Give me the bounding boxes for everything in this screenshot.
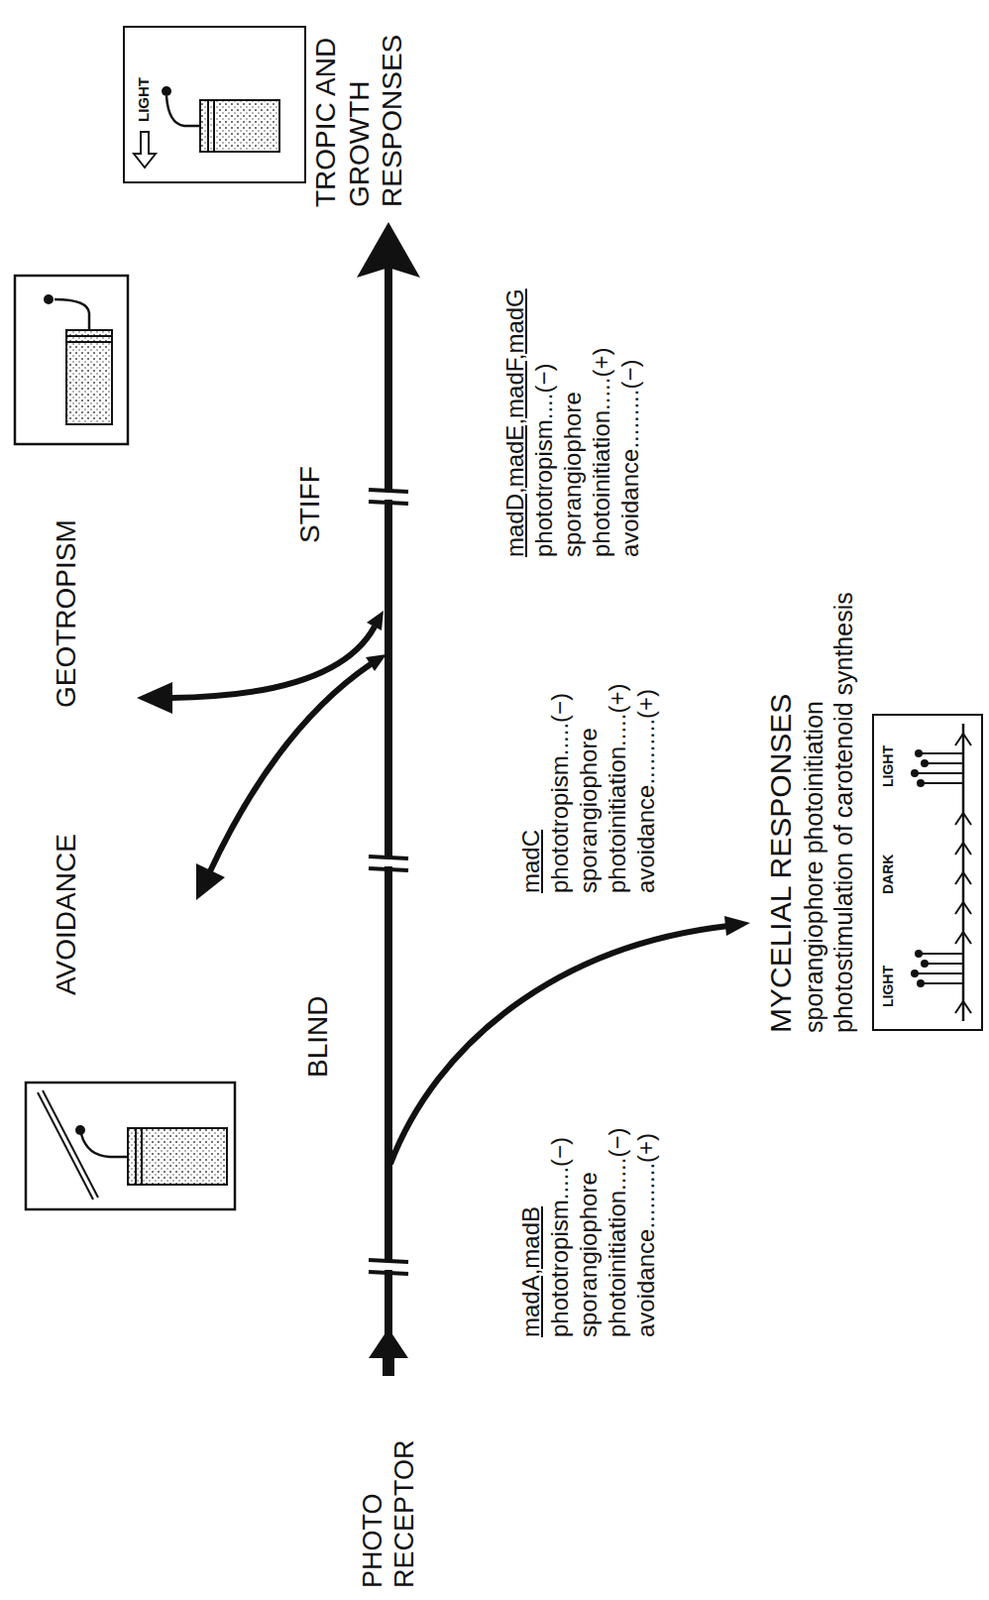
- mycelium-illustration: [916, 979, 925, 988]
- phototropism-illustration: [200, 100, 280, 152]
- output-arrowhead: [356, 221, 421, 278]
- phenotype-entry: sporangiophore photoinitiation.....(+): [558, 299, 617, 557]
- input-arrow: [368, 1327, 409, 1376]
- phenotype-entry: phototropism....(−): [530, 299, 559, 557]
- geotropism-illustration: [14, 275, 128, 444]
- mycelium-illustration: [914, 749, 923, 758]
- mycelium-illustration: [917, 953, 964, 984]
- mycelium-illustration: [910, 969, 919, 978]
- phototropism-illustration: [161, 86, 172, 97]
- mycelium-illustration: [910, 749, 929, 988]
- mycelium-illustration: [920, 759, 929, 768]
- block-mark: [368, 868, 409, 871]
- geotropism-illustration: [66, 334, 112, 337]
- response-label: AVOIDANCE: [49, 833, 84, 995]
- avoidance-illustration: [75, 1124, 86, 1135]
- mycelial-response-text: photostimulation of carotenoid synthesis: [828, 591, 859, 1033]
- avoidance-arrow: [196, 654, 387, 900]
- block-mark: [368, 501, 409, 504]
- mycelium-illustration: [914, 949, 923, 958]
- mycelium-illustration: [910, 723, 972, 1021]
- phenotype-entry: sporangiophore photoinitiation.....(−): [574, 1079, 633, 1337]
- geotropism-illustration: [14, 275, 128, 444]
- output-label: TROPIC AND GROWTH RESPONSES: [309, 18, 410, 208]
- geotropism-arrow: [366, 610, 384, 631]
- block-mark: [368, 856, 409, 871]
- phototropism-illustration: [213, 100, 216, 152]
- avoidance-arrow: [196, 863, 225, 900]
- phenotype-entry: sporangiophore photoinitiation.....(+): [574, 635, 633, 893]
- avoidance-illustration: [42, 1090, 99, 1198]
- illustration-box: LIGHT DARK LIGHT: [872, 713, 984, 1031]
- mycelial-arrow: [724, 915, 751, 936]
- mycelial-response-text: MYCELIAL RESPONSES: [763, 693, 799, 1033]
- phenotype-entry: avoidance.........(−): [616, 299, 646, 557]
- geotropism-arrow: [170, 626, 375, 698]
- avoidance-illustration: [127, 1127, 227, 1185]
- light-condition-label: LIGHT: [879, 965, 896, 1007]
- phenotype-entry: avoidance..........(+): [632, 1079, 661, 1337]
- block-mark: [368, 489, 409, 492]
- mycelial-response-text: sporangiophore photoinitiation: [798, 700, 829, 1033]
- avoidance-illustration: [134, 1127, 137, 1185]
- gene-class-heading: madA,madB: [517, 1206, 547, 1337]
- avoidance-illustration: [25, 1082, 235, 1209]
- geotropism-illustration: [66, 329, 112, 425]
- geotropism-illustration: [43, 294, 54, 305]
- block-mark: [368, 1271, 409, 1274]
- avoidance-illustration: [140, 1127, 143, 1185]
- phototropism-illustration: [207, 100, 210, 152]
- mycelium-illustration: [916, 778, 925, 787]
- block-mark: [368, 489, 409, 504]
- avoidance-illustration: [81, 1133, 128, 1157]
- input-label: PHOTO RECEPTOR: [356, 1438, 422, 1588]
- geotropism-illustration: [54, 299, 90, 330]
- mycelial-arrow: [390, 915, 751, 1164]
- light-condition-label: LIGHT: [134, 77, 152, 122]
- block-mark: [368, 856, 409, 859]
- geotropism-arrow: [136, 610, 384, 714]
- phototropism-illustration: [166, 96, 201, 126]
- avoidance-illustration: [25, 1082, 235, 1209]
- mycelial-arrow: [390, 925, 729, 1164]
- illustration-box: LIGHT: [122, 25, 307, 184]
- phenotype-label: STIFF: [293, 465, 328, 544]
- gene-class-heading: madD,madE,madF,madG: [501, 288, 531, 557]
- response-label: GEOTROPISM: [49, 519, 84, 708]
- phenotype-entry: avoidance..........(+): [632, 635, 661, 893]
- mycelium-illustration: [910, 769, 919, 777]
- geotropism-arrow: [136, 681, 173, 714]
- avoidance-illustration: [37, 1092, 94, 1200]
- phenotype-entry: phototropism.....(−): [546, 635, 575, 893]
- block-mark: [368, 1259, 409, 1274]
- gene-class-heading: madC: [517, 829, 547, 893]
- mycelium-illustration: [955, 733, 972, 1013]
- geotropism-illustration: [66, 340, 112, 343]
- pathway-line: [384, 266, 393, 1334]
- mycelium-illustration: [917, 753, 964, 783]
- light-condition-label: LIGHT: [879, 745, 896, 787]
- mycelium-illustration: [920, 959, 929, 968]
- phenotype-entry: phototropism.....(−): [546, 1079, 575, 1337]
- block-mark: [368, 1259, 409, 1262]
- avoidance-arrow: [365, 654, 387, 671]
- light-condition-label: DARK: [879, 854, 896, 894]
- phototropism-illustration: [133, 131, 156, 168]
- phenotype-label: BLIND: [301, 995, 335, 1078]
- phototropism-illustration: [133, 86, 280, 168]
